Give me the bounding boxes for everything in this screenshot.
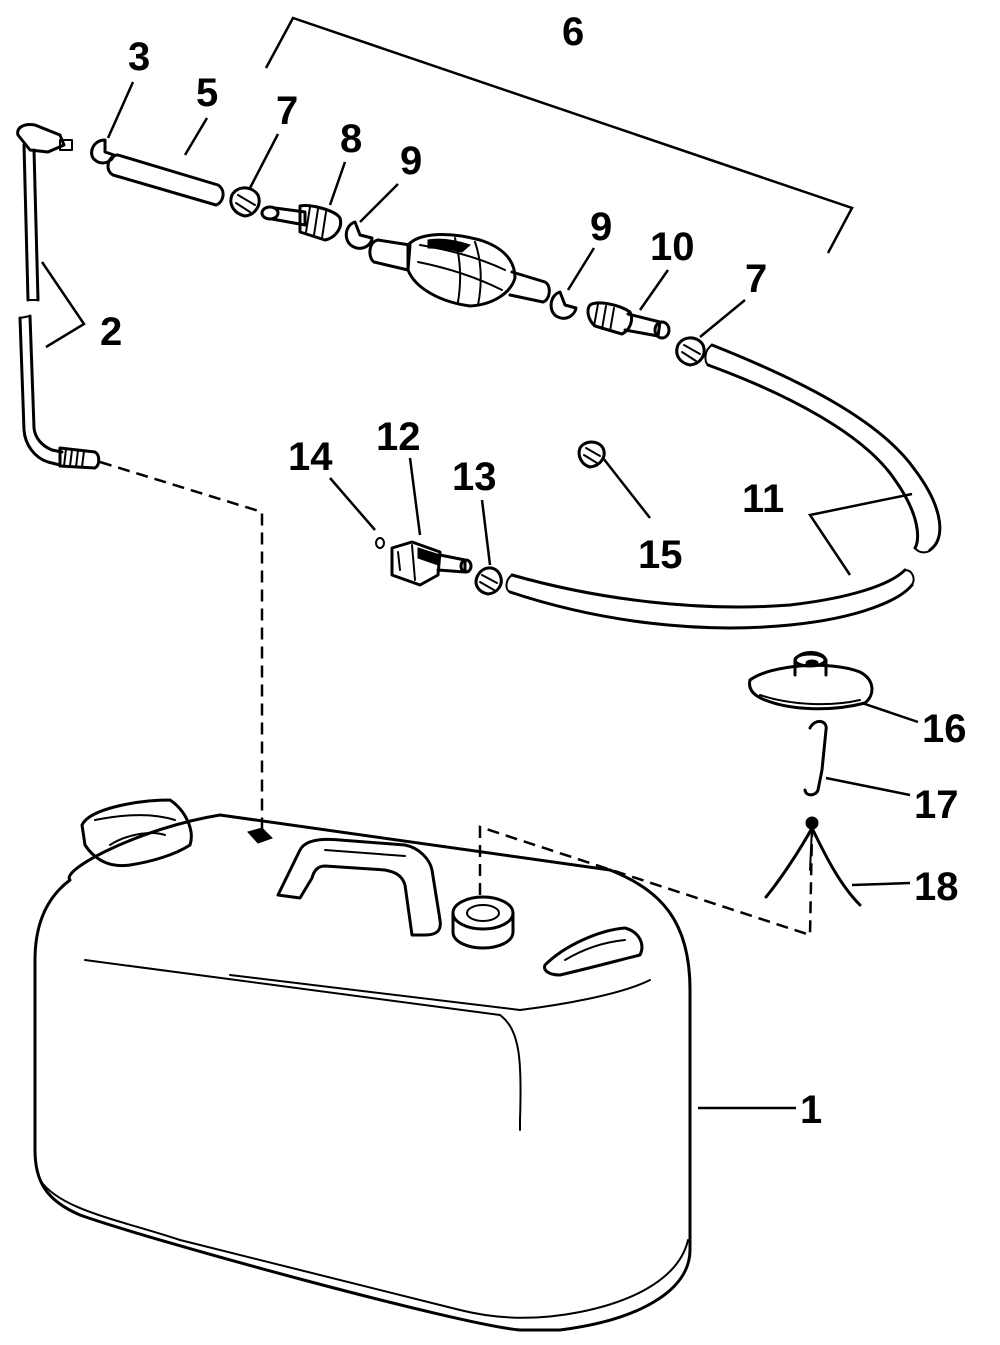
filler-cap-16 [748, 651, 874, 711]
clamp-9-right [549, 290, 578, 320]
hose-5 [106, 153, 225, 207]
callout-9-left: 9 [400, 139, 422, 183]
o-ring-14 [375, 537, 385, 549]
callout-3: 3 [128, 35, 150, 79]
clamp-7-left [229, 186, 261, 218]
assembly-guide-lines [99, 460, 814, 937]
connector-12 [390, 540, 473, 587]
s-hook-17 [803, 720, 828, 797]
callout-1: 1 [800, 1088, 822, 1132]
clamp-7-right [675, 336, 706, 367]
callout-10: 10 [650, 225, 695, 269]
clamp-13 [474, 566, 503, 596]
primer-bulb [368, 233, 551, 308]
leader-lines [40, 16, 919, 1110]
callout-17: 17 [914, 783, 959, 827]
callout-9-right: 9 [590, 205, 612, 249]
callout-7-right: 7 [745, 257, 767, 301]
callout-11: 11 [742, 477, 784, 521]
callout-18: 18 [914, 865, 959, 909]
check-valve-10 [586, 301, 671, 340]
fuel-hose-11 [505, 343, 942, 630]
callout-2: 2 [100, 310, 122, 354]
clamp-9-left [344, 220, 374, 250]
fuel-tank [33, 798, 692, 1332]
callout-7-left: 7 [276, 89, 298, 133]
callout-14: 14 [288, 435, 333, 479]
callout-16: 16 [922, 707, 967, 751]
callout-5: 5 [196, 71, 218, 115]
callout-labels: 1 2 3 5 6 7 8 9 9 10 7 11 12 13 14 15 16… [100, 10, 967, 1132]
check-valve-8 [260, 204, 343, 242]
callout-6: 6 [562, 10, 584, 54]
callout-8: 8 [340, 117, 362, 161]
clamp-15 [577, 440, 606, 469]
callout-12: 12 [376, 415, 421, 459]
pickup-tube [16, 123, 101, 470]
callout-13: 13 [452, 455, 497, 499]
callout-15: 15 [638, 533, 683, 577]
